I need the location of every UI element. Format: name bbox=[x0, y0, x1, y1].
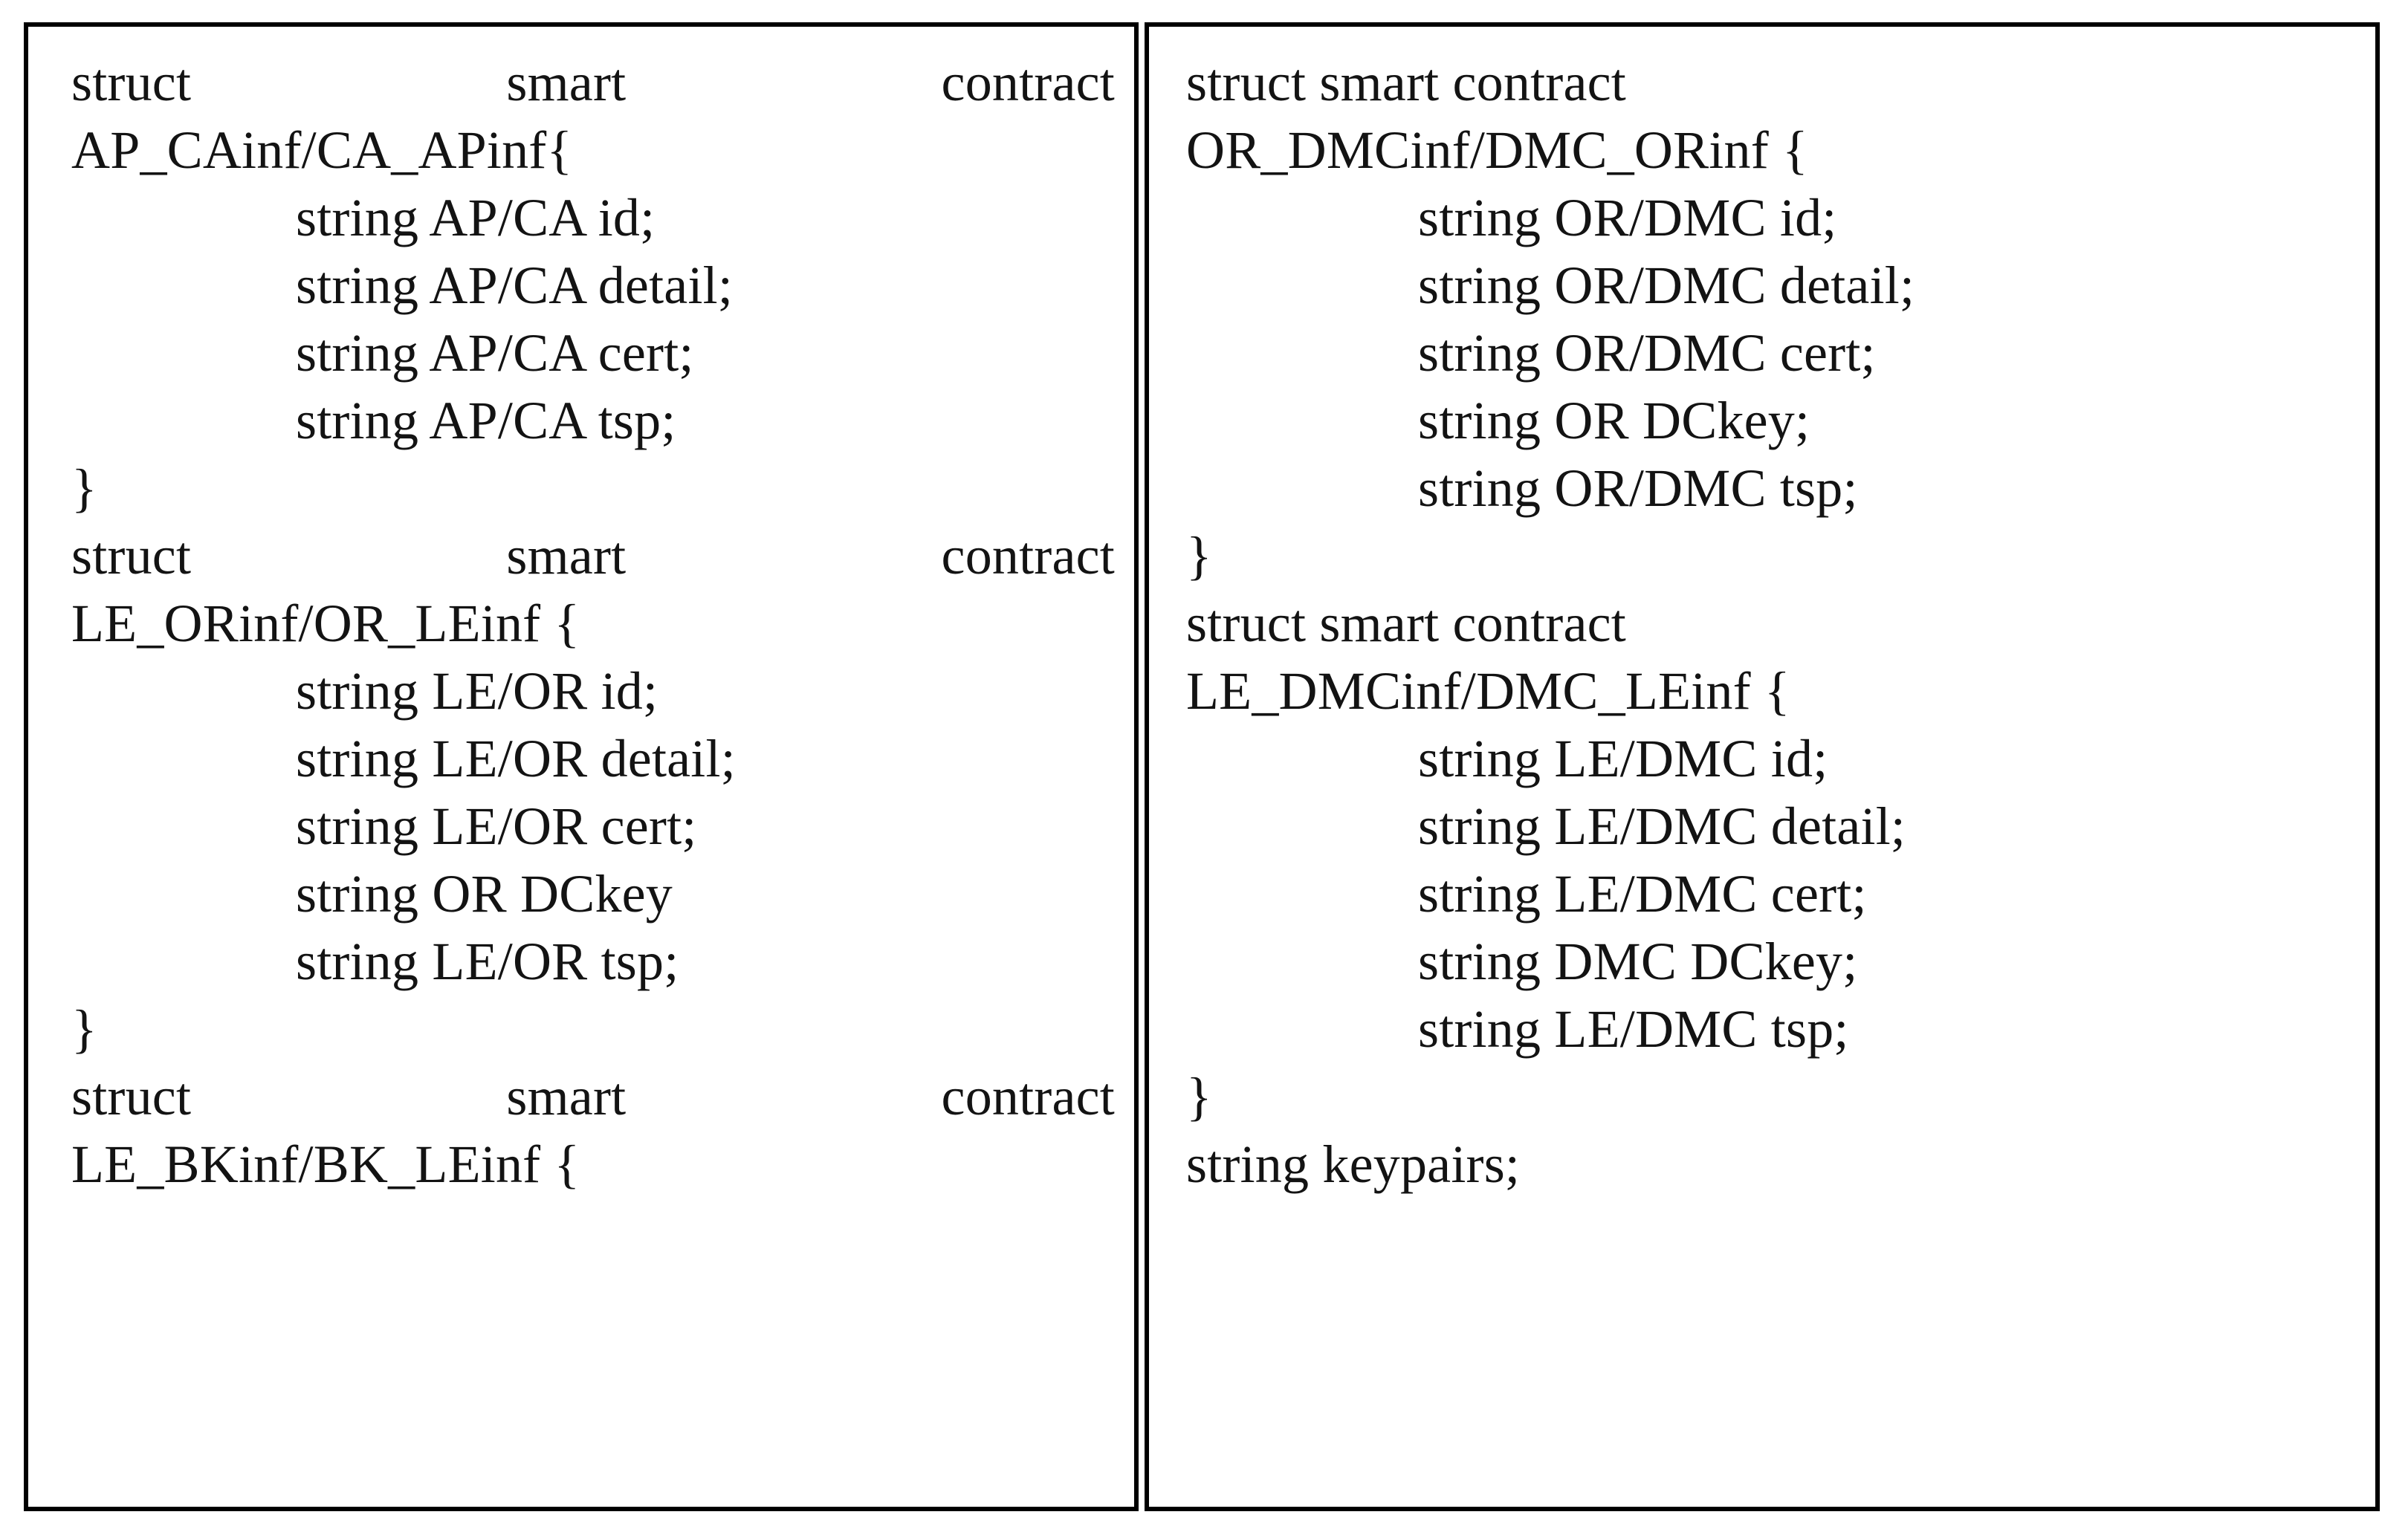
code-line: string OR DCkey; bbox=[1418, 391, 1810, 450]
code-line: } bbox=[1186, 1067, 1212, 1126]
code-line: struct smart contract bbox=[1186, 53, 1626, 112]
code-line: string LE/OR tsp; bbox=[296, 932, 679, 991]
code-line: string AP/CA tsp; bbox=[296, 391, 676, 450]
code-line: } bbox=[71, 999, 97, 1059]
code-line: } bbox=[1186, 526, 1212, 585]
code-line: LE_DMCinf/DMC_LEinf { bbox=[1186, 661, 1790, 721]
code-line: string LE/DMC id; bbox=[1418, 729, 1828, 788]
code-line: string OR/DMC tsp; bbox=[1418, 458, 1858, 518]
code-line: AP_CAinf/CA_APinf{ bbox=[71, 120, 573, 180]
code-line: struct smart contract bbox=[71, 1067, 1115, 1126]
code-line: OR_DMCinf/DMC_ORinf { bbox=[1186, 120, 1808, 180]
code-line: string LE/OR detail; bbox=[296, 729, 736, 788]
code-line: string LE/DMC tsp; bbox=[1418, 999, 1849, 1059]
code-line: string LE/DMC detail; bbox=[1418, 796, 1906, 856]
code-line: string OR/DMC cert; bbox=[1418, 323, 1876, 383]
code-line: string DMC DCkey; bbox=[1418, 932, 1858, 991]
code-line: LE_ORinf/OR_LEinf { bbox=[71, 594, 580, 653]
code-line: string LE/OR cert; bbox=[296, 796, 697, 856]
code-line: string OR DCkey bbox=[296, 864, 673, 924]
code-line: struct smart contract bbox=[71, 53, 1115, 112]
code-line: LE_BKinf/BK_LEinf { bbox=[71, 1135, 580, 1194]
code-line: string OR/DMC id; bbox=[1418, 188, 1837, 247]
code-line: struct smart contract bbox=[71, 526, 1115, 585]
code-line: string AP/CA detail; bbox=[296, 256, 734, 315]
code-line: } bbox=[71, 458, 97, 518]
code-line: string keypairs; bbox=[1186, 1135, 1521, 1194]
code-line: string OR/DMC detail; bbox=[1418, 256, 1915, 315]
code-line: string AP/CA id; bbox=[296, 188, 656, 247]
code-line: string LE/DMC cert; bbox=[1418, 864, 1867, 924]
code-line: string AP/CA cert; bbox=[296, 323, 694, 383]
code-line: struct smart contract bbox=[1186, 594, 1626, 653]
code-line: string LE/OR id; bbox=[296, 661, 658, 721]
